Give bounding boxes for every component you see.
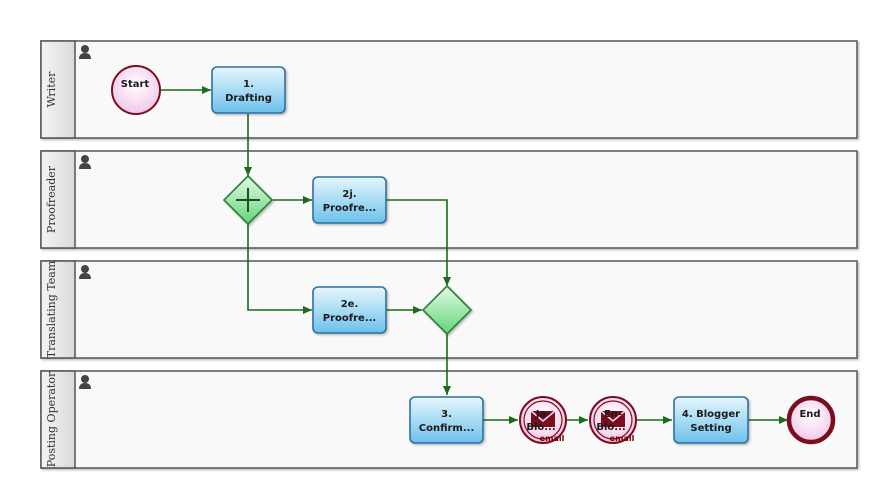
task-drafting-line1: 1.	[243, 79, 254, 90]
end-event[interactable]: End	[786, 395, 836, 445]
task-confirm-line1: 3.	[441, 409, 452, 420]
lane-proofreader-label: Proofreader	[45, 165, 58, 233]
person-icon	[79, 265, 91, 279]
person-icon	[79, 375, 91, 389]
person-icon	[79, 45, 91, 59]
plus-icon	[236, 188, 260, 212]
task-proofread-e-line2: Proofre...	[323, 313, 376, 324]
start-event[interactable]: Start	[111, 65, 161, 115]
email-event-en-line2: Blo...	[596, 422, 625, 433]
task-drafting[interactable]: 1. Drafting	[211, 66, 286, 114]
email-event-ja-line2: Blo...	[526, 422, 555, 433]
task-drafting-line2: Drafting	[225, 93, 272, 104]
task-proofread-e-line1: 2e.	[341, 299, 359, 310]
flow-2j-to-join	[386, 199, 451, 286]
task-proofread-e[interactable]: 2e. Proofre...	[312, 286, 387, 334]
lane-proofreader[interactable]: Proofreader	[40, 150, 858, 249]
email-event-ja-tag: email	[540, 434, 565, 443]
sequence-flows	[160, 86, 788, 424]
task-proofread-j-line2: Proofre...	[323, 203, 376, 214]
flow-fork-to-2e	[247, 224, 312, 314]
start-event-label: Start	[121, 79, 150, 90]
task-proofread-j-line1: 2j.	[342, 189, 356, 200]
parallel-gateway-fork[interactable]	[222, 174, 274, 226]
join-gateway[interactable]	[421, 284, 473, 336]
email-event-en-line1: En-	[604, 409, 622, 420]
envelope-icon	[530, 410, 556, 427]
email-event-ja-line1: Ja-	[535, 409, 551, 420]
task-blogger-setting-line1: 4. Blogger	[682, 409, 740, 420]
email-event-en-tag: email	[610, 434, 635, 443]
task-confirm-line2: Confirm...	[419, 423, 475, 434]
envelope-icon	[600, 410, 626, 427]
person-icon	[79, 155, 91, 169]
lane-writer-label: Writer	[45, 71, 58, 108]
end-event-label: End	[799, 409, 820, 420]
email-event-ja[interactable]: Ja- Blo... email	[519, 396, 567, 444]
task-blogger-setting-line2: Setting	[690, 423, 731, 434]
lane-translating-team-label: Translating Team	[45, 260, 58, 358]
lane-posting-operator-label: Posting Operator	[45, 371, 58, 467]
email-event-en[interactable]: En- Blo... email	[589, 396, 637, 444]
task-blogger-setting[interactable]: 4. Blogger Setting	[673, 396, 749, 444]
task-confirm[interactable]: 3. Confirm...	[409, 396, 484, 444]
task-proofread-j[interactable]: 2j. Proofre...	[312, 176, 387, 224]
